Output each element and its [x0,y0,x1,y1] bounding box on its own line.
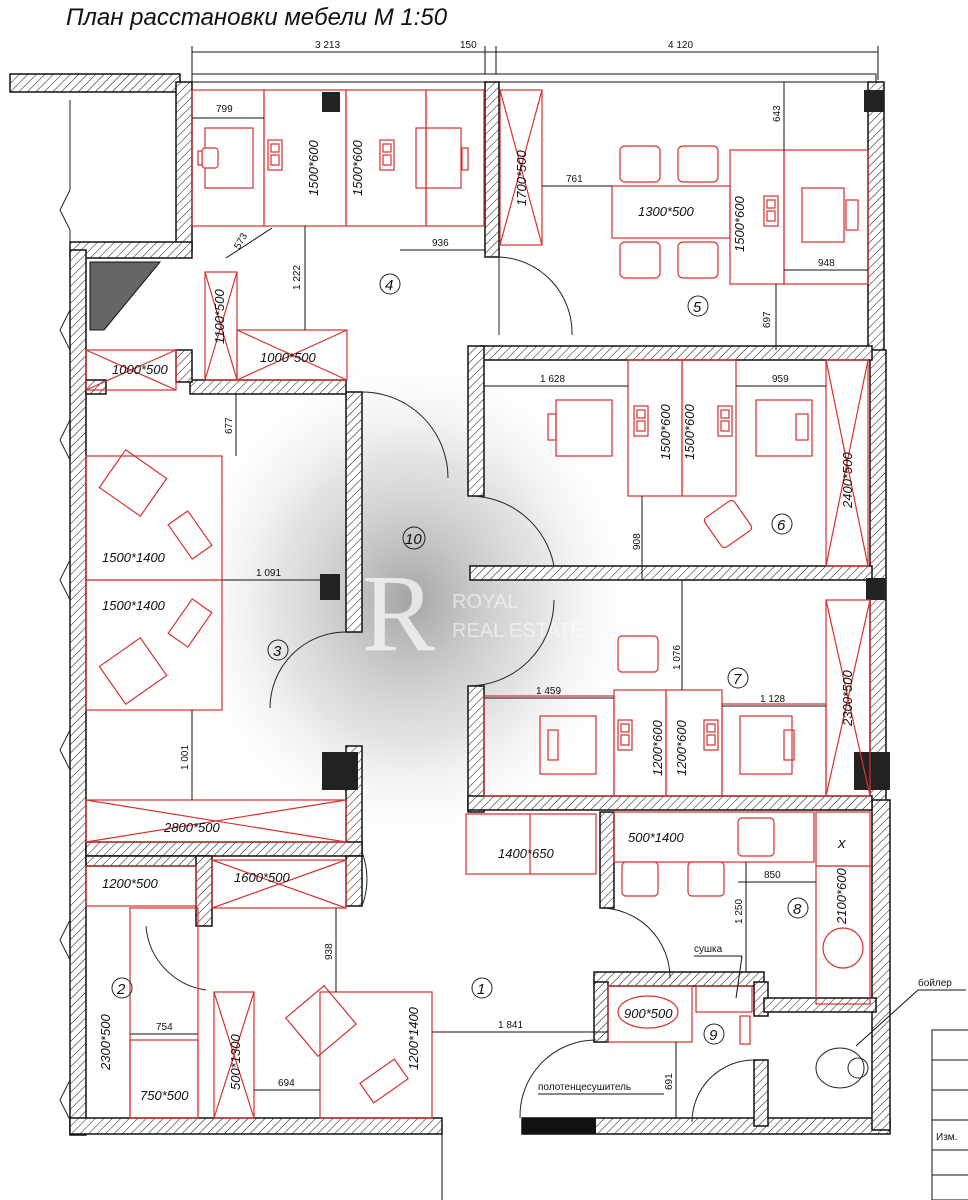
room-number-1: 1 [477,981,485,998]
dim-643: 643 [772,105,783,122]
label-desk-r1: 1200*1400 [406,1006,421,1070]
room-5-furniture [611,145,869,285]
room-7-furniture [483,599,871,797]
top-window [191,73,877,83]
room-number-8: 8 [793,901,802,918]
label-table-r5: 1300*500 [638,204,694,219]
room-number-3: 3 [273,643,282,660]
exterior-edge [59,100,71,1121]
x-mark: x [837,835,846,852]
dim-959: 959 [772,374,789,385]
label-sofa: 1400*650 [498,846,554,861]
label-cabinet-r4c: 1000*500 [260,350,316,365]
label-desk-r4b: 1500*600 [350,140,365,196]
plan-title: План расстановки мебели М 1:50 [66,4,448,31]
label-cabinet-r4: 1700*500 [514,150,529,206]
room-number-10: 10 [405,531,422,548]
watermark-shade [170,340,650,860]
label-cabinet-r4b: 1100*500 [212,289,227,344]
room-number-5: 5 [693,299,702,316]
stamp-label: Изм. [936,1132,957,1143]
dim-573: 573 [232,231,250,251]
dim-1091: 1 091 [256,568,281,579]
dim-936: 936 [432,238,449,249]
annotation-dryer: сушка [694,944,723,955]
dim-754: 754 [156,1022,173,1033]
label-cabinet-r2b: 2300*500 [98,1014,113,1071]
dim-908: 908 [632,533,643,550]
label-cabinet-r1b: 500*1300 [228,1034,243,1090]
dimension-lines [130,82,868,1118]
walls [9,73,891,1136]
dim-1841: 1 841 [498,1020,523,1031]
dim-694: 694 [278,1078,295,1089]
label-cabinet-r2c: 750*500 [140,1088,189,1103]
label-cabinet-r3a: 1000*500 [112,362,168,377]
dim-1250: 1 250 [734,899,745,924]
room-number-4: 4 [385,277,393,294]
label-desk-r3b: 1500*1400 [102,598,166,613]
room-number-7: 7 [733,671,742,688]
label-cabinet-r2a: 1200*500 [102,876,158,891]
label-cabinet-r7: 2300*500 [840,670,855,727]
label-cabinet-r6: 2400*500 [840,452,855,509]
room-number-9: 9 [709,1027,718,1044]
room-1-2-furniture [85,813,597,1119]
room-6-furniture [547,359,869,567]
label-cabinet-r3b: 2800*500 [163,820,220,835]
label-desk-r5: 1500*600 [732,196,747,252]
label-desk-r4a: 1500*600 [306,140,321,196]
label-table-r8: 500*1400 [628,830,684,845]
label-desk-r6a: 1500*600 [658,404,673,460]
room-number-6: 6 [777,517,786,534]
watermark-logo: R ROYAL REAL ESTATE [362,552,584,674]
shaft [89,261,162,331]
dim-691: 691 [664,1073,675,1090]
annotation-boiler: бойлер [918,977,952,989]
label-desk-r6b: 1500*600 [682,404,697,460]
svg-text:R: R [362,552,436,674]
room-number-markers: 1 2 3 4 5 6 7 8 9 10 [111,273,809,1045]
label-desk-r3a: 1500*1400 [102,550,166,565]
label-cabinet-r1a: 1600*500 [234,870,290,885]
room-number-2: 2 [116,981,126,998]
room-8-9-fixtures [607,811,871,1089]
dim-850: 850 [764,870,781,881]
dim-top-2: 150 [460,40,477,51]
label-desk-r7a: 1200*600 [650,720,665,776]
dim-1076: 1 076 [672,645,683,670]
dim-948: 948 [818,258,835,269]
label-desk-r7b: 1200*600 [674,720,689,776]
dim-1628: 1 628 [540,374,565,385]
dim-761: 761 [566,174,583,185]
dim-top-3: 4 120 [668,40,693,51]
dim-799: 799 [216,104,233,115]
dim-1001: 1 001 [180,745,191,770]
dim-938: 938 [324,943,335,960]
watermark-line1: ROYAL [452,591,518,613]
label-counter-r8: 2100*600 [834,868,849,925]
annotation-towel-dryer: полотенцесушитель [538,1082,631,1093]
dim-697: 697 [762,311,773,328]
room-4-furniture [191,89,543,381]
dim-1459: 1 459 [536,686,561,697]
room-3-furniture [85,349,347,843]
top-dimension-chain: 3 213 150 4 120 [191,40,879,80]
doors [145,256,755,1123]
label-sink-r9: 900*500 [624,1006,673,1021]
dim-top-1: 3 213 [315,40,340,51]
dim-1128: 1 128 [760,694,785,705]
columns [320,90,890,1134]
stamp-table: Изм. [441,1029,968,1200]
dim-1222: 1 222 [292,265,303,290]
watermark-line2: REAL ESTATE [452,620,584,642]
dim-677: 677 [224,417,235,434]
